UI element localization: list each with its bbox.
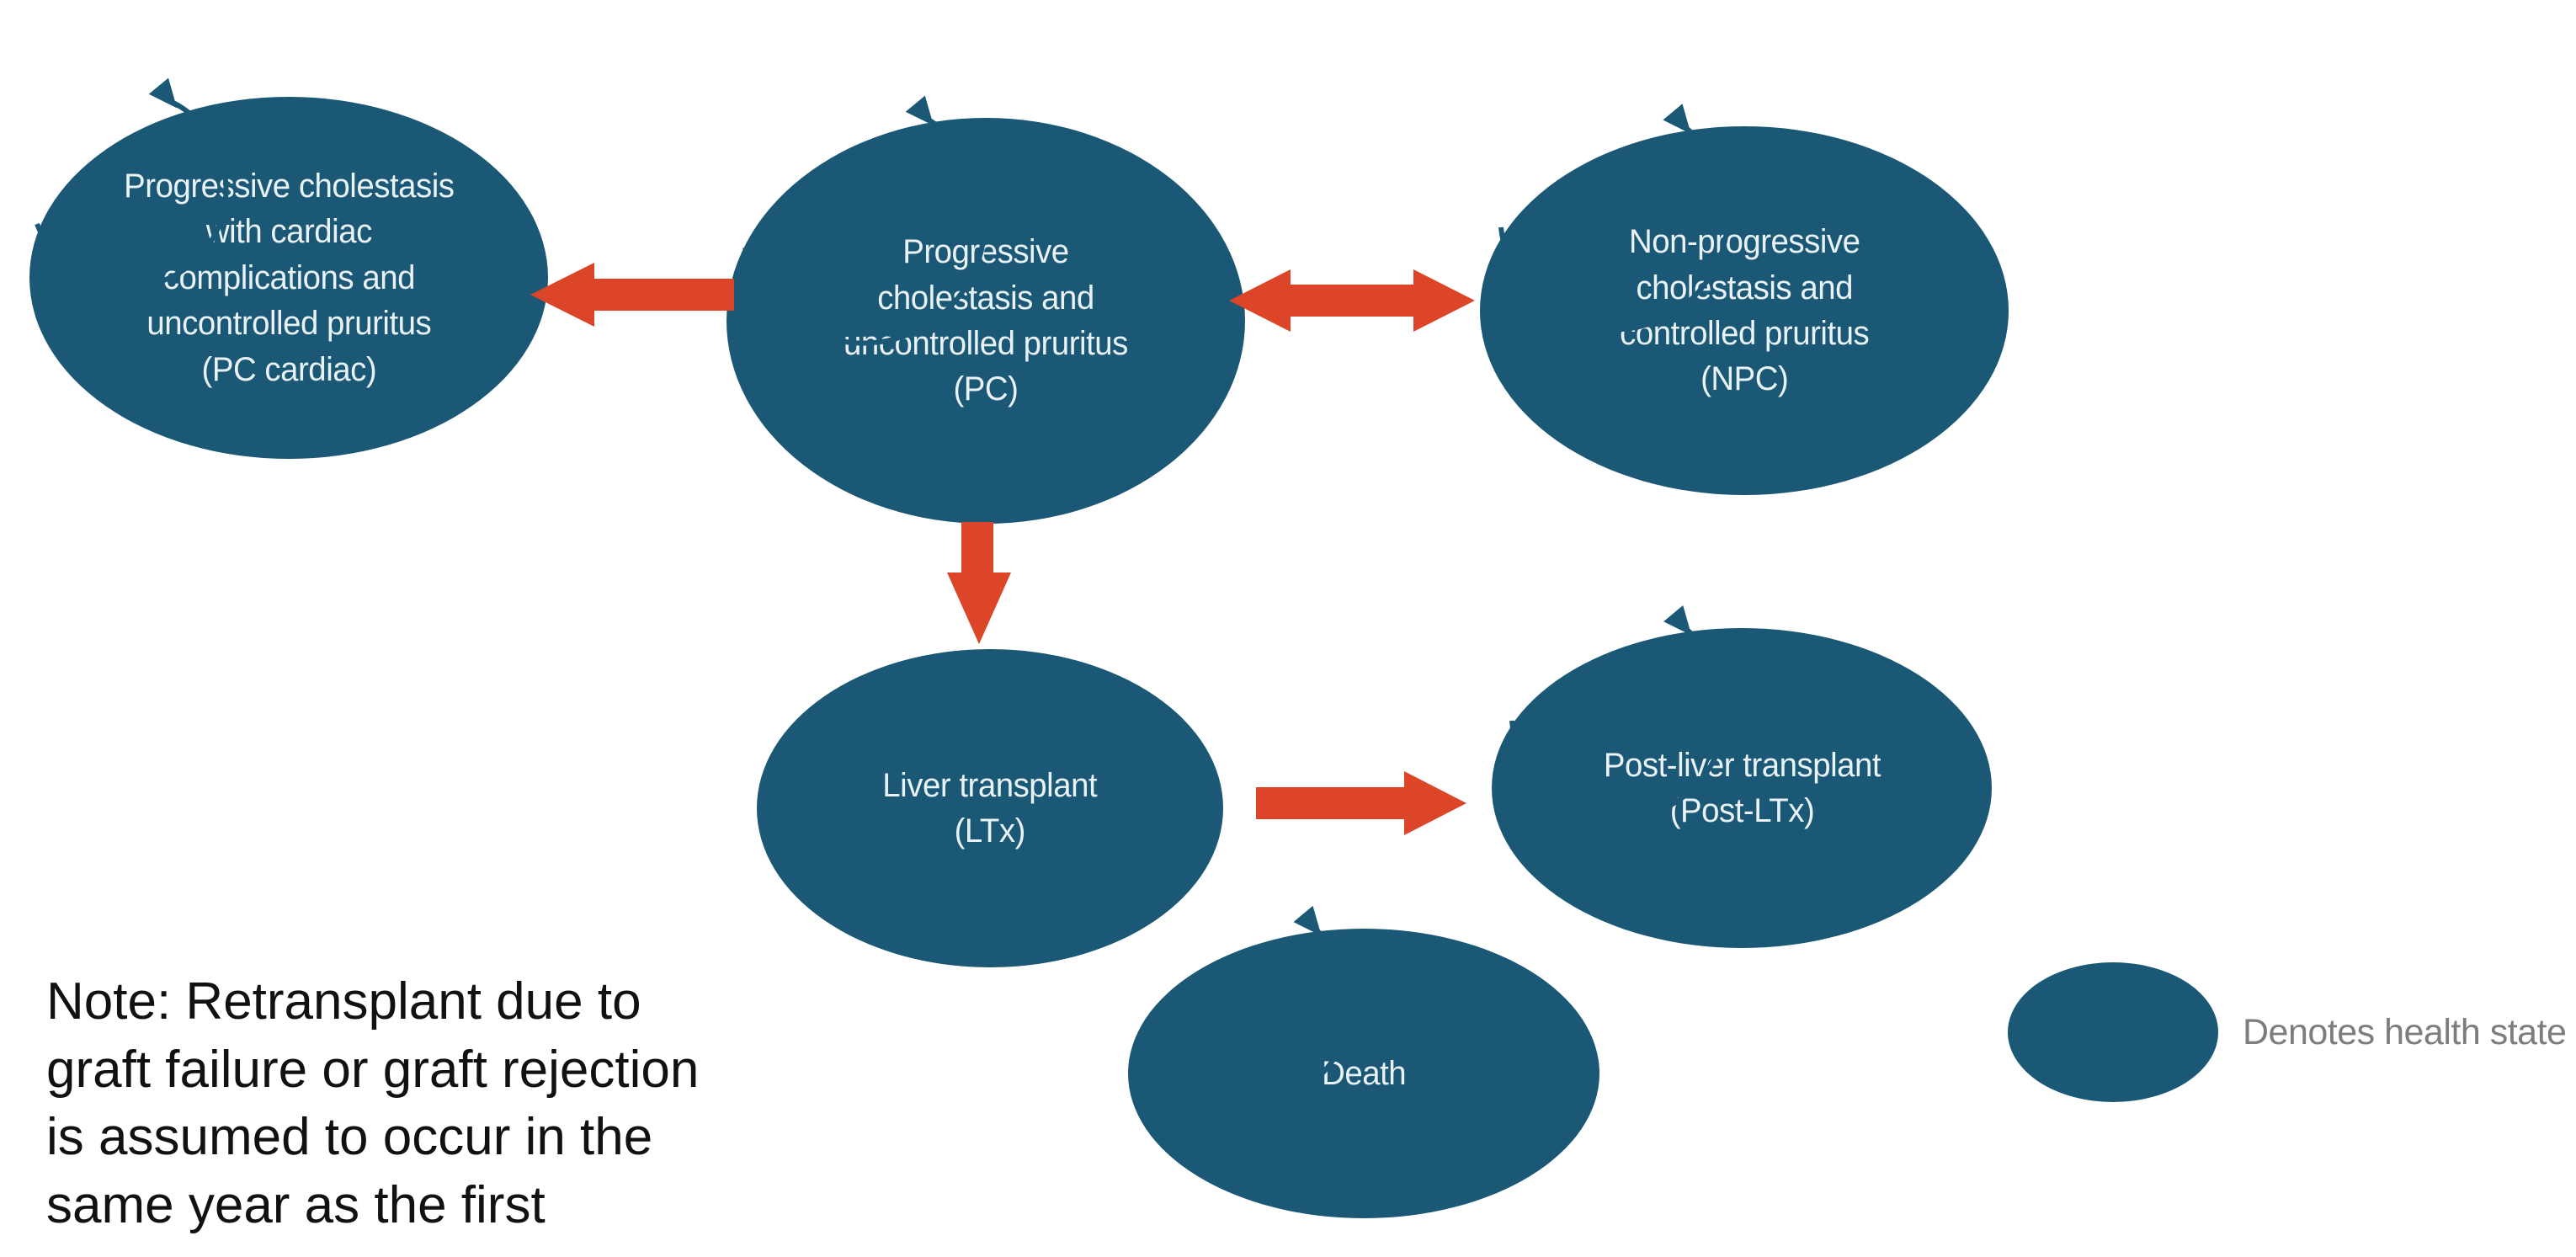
state-label-npc: Non-progressive cholestasis and controll…	[1619, 223, 1870, 398]
state-label-ltx: Liver transplant (LTx)	[882, 766, 1098, 850]
self-loop-arrowhead-npc	[1663, 104, 1691, 135]
state-ellipse-ltx: Liver transplant (LTx)	[757, 649, 1223, 967]
transition-arrow-pc-npc-bidirectional	[1229, 269, 1475, 332]
transition-arrow-ltx-to-post-ltx	[1256, 771, 1466, 835]
state-label-pc-cardiac: Progressive cholestasis with cardiac com…	[123, 168, 455, 388]
state-ellipse-post-ltx: Post-liver transplant (Post-LTx)	[1492, 628, 1992, 948]
state-ellipse-npc: Non-progressive cholestasis and controll…	[1480, 126, 2009, 495]
note-text: Note: Retransplant due to graft failure …	[46, 972, 700, 1234]
state-label-death: Death	[1321, 1054, 1407, 1092]
state-ellipse-pc: Progressive cholestasis and uncontrolled…	[726, 118, 1245, 524]
transition-arrow-pc-to-pc-cardiac	[530, 263, 734, 327]
state-ellipse-death: Death	[1128, 929, 1599, 1218]
transition-arrow-pc-to-ltx	[947, 522, 1011, 644]
state-label-post-ltx: Post-liver transplant (Post-LTx)	[1603, 746, 1881, 829]
self-loop-arrowhead-pc_cardiac	[148, 77, 178, 109]
state-label-pc: Progressive cholestasis and uncontrolled…	[844, 233, 1128, 408]
self-loop-arrowhead-pc	[905, 95, 934, 126]
state-ellipse-pc-cardiac: Progressive cholestasis with cardiac com…	[29, 97, 548, 459]
legend-label: Denotes health state	[2243, 1012, 2567, 1052]
legend-health-state-swatch	[2008, 962, 2218, 1102]
